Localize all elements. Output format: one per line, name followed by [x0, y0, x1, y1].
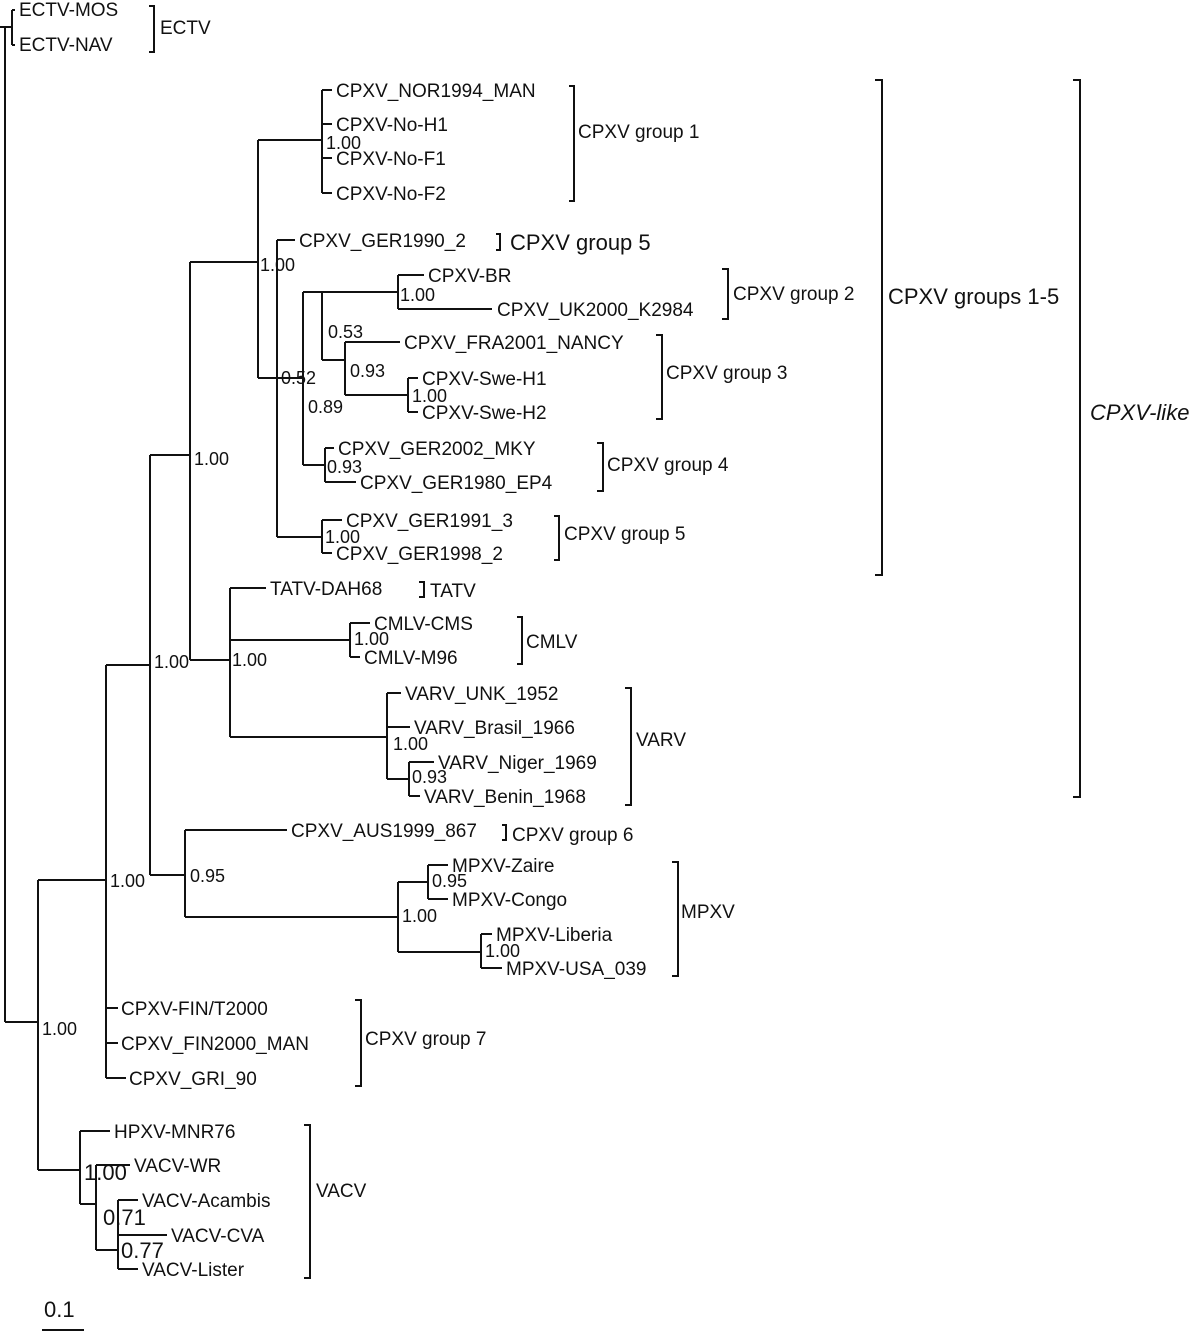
- leaf-cpxv-uk2000-k2984: CPXV_UK2000_K2984: [497, 300, 694, 321]
- leaf-ectv-nav: ECTV-NAV: [19, 35, 113, 56]
- support-value: 0.71: [103, 1205, 146, 1230]
- leaf-cpxv-aus1999-867: CPXV_AUS1999_867: [291, 821, 477, 842]
- leaf-cpxv-fin-t2000: CPXV-FIN/T2000: [121, 999, 268, 1020]
- leaf-varv-brasil-1966: VARV_Brasil_1966: [414, 718, 575, 739]
- leaf-varv-unk-1952: VARV_UNK_1952: [405, 684, 559, 705]
- support-value: 0.52: [281, 368, 316, 388]
- support-value: 1.00: [84, 1160, 127, 1185]
- support-value: 1.00: [110, 871, 145, 891]
- group-label-cpxv-group-3: CPXV group 3: [666, 363, 787, 384]
- leaf-varv-niger-1969: VARV_Niger_1969: [438, 753, 597, 774]
- tree-branches: [0, 9, 502, 1270]
- support-value: 1.00: [402, 906, 437, 926]
- group-label-vacv: VACV: [316, 1181, 367, 1202]
- group-labels: ECTV CPXV group 1 CPXV group 5 CPXV grou…: [160, 18, 1189, 1202]
- group-label-cpxv-group-2: CPXV group 2: [733, 284, 854, 305]
- leaf-vacv-acambis: VACV-Acambis: [142, 1191, 270, 1212]
- group-label-cpxv-group-5: CPXV group 5: [564, 524, 685, 545]
- support-value: 0.53: [328, 322, 363, 342]
- leaf-hpxv-mnr76: HPXV-MNR76: [114, 1122, 235, 1143]
- leaf-cpxv-ger1990-2: CPXV_GER1990_2: [299, 231, 466, 252]
- support-value: 0.93: [412, 767, 447, 787]
- group-label-varv: VARV: [636, 730, 686, 751]
- group-label-tatv: TATV: [430, 581, 476, 602]
- support-value: 1.00: [260, 255, 295, 275]
- support-value: 1.00: [154, 652, 189, 672]
- leaf-vacv-lister: VACV-Lister: [142, 1260, 245, 1281]
- support-value: 1.00: [354, 629, 389, 649]
- group-label-cpxv-group-5-single: CPXV group 5: [510, 230, 651, 255]
- leaf-cpxv-fra2001-nancy: CPXV_FRA2001_NANCY: [404, 333, 624, 354]
- leaf-cpxv-no-f1: CPXV-No-F1: [336, 149, 446, 170]
- group-brackets: [149, 5, 1081, 1279]
- leaf-cpxv-ger1998-2: CPXV_GER1998_2: [336, 544, 503, 565]
- leaf-varv-benin-1968: VARV_Benin_1968: [424, 787, 586, 808]
- leaf-cpxv-fin2000-man: CPXV_FIN2000_MAN: [121, 1034, 309, 1055]
- support-value: 0.77: [121, 1238, 164, 1263]
- support-value: 0.93: [350, 361, 385, 381]
- leaf-cmlv-cms: CMLV-CMS: [374, 614, 473, 635]
- scale-bar-label: 0.1: [44, 1297, 75, 1322]
- leaf-cpxv-ger1980-ep4: CPXV_GER1980_EP4: [360, 473, 553, 494]
- support-values: 1.00 1.00 1.00 0.53 0.93 1.00 0.52 0.89 …: [42, 133, 520, 1263]
- leaf-cpxv-no-f2: CPXV-No-F2: [336, 184, 446, 205]
- group-label-mpxv: MPXV: [681, 902, 735, 923]
- support-value: 1.00: [325, 527, 360, 547]
- leaf-ectv-mos: ECTV-MOS: [19, 0, 118, 21]
- support-value: 1.00: [232, 650, 267, 670]
- leaf-cpxv-no-h1: CPXV-No-H1: [336, 115, 448, 136]
- group-label-cpxv-group-4: CPXV group 4: [607, 455, 729, 476]
- leaf-cpxv-br: CPXV-BR: [428, 266, 511, 287]
- scale-bar: 0.1: [42, 1297, 84, 1331]
- leaf-cpxv-swe-h2: CPXV-Swe-H2: [422, 403, 547, 424]
- group-label-cpxv-group-1: CPXV group 1: [578, 122, 699, 143]
- leaf-labels: ECTV-MOS ECTV-NAV CPXV_NOR1994_MAN CPXV-…: [19, 0, 694, 1281]
- leaf-cmlv-m96: CMLV-M96: [364, 648, 458, 669]
- leaf-cpxv-ger2002-mky: CPXV_GER2002_MKY: [338, 439, 536, 460]
- leaf-mpxv-liberia: MPXV-Liberia: [496, 925, 613, 946]
- leaf-vacv-cva: VACV-CVA: [171, 1226, 265, 1247]
- support-value: 1.00: [412, 386, 447, 406]
- support-value: 1.00: [393, 734, 428, 754]
- leaf-cpxv-gri-90: CPXV_GRI_90: [129, 1069, 257, 1090]
- leaf-vacv-wr: VACV-WR: [134, 1156, 221, 1177]
- support-value: 1.00: [485, 941, 520, 961]
- group-label-cpxv-groups-1-5: CPXV groups 1-5: [888, 284, 1059, 309]
- group-label-cpxv-group-7: CPXV group 7: [365, 1029, 486, 1050]
- group-label-ectv: ECTV: [160, 18, 211, 39]
- support-value: 1.00: [194, 449, 229, 469]
- support-value: 1.00: [42, 1019, 77, 1039]
- leaf-mpxv-usa-039: MPXV-USA_039: [506, 959, 646, 980]
- support-value: 1.00: [400, 285, 435, 305]
- leaf-mpxv-congo: MPXV-Congo: [452, 890, 567, 911]
- leaf-cpxv-swe-h1: CPXV-Swe-H1: [422, 369, 547, 390]
- group-label-cmlv: CMLV: [526, 632, 578, 653]
- support-value: 0.89: [308, 397, 343, 417]
- leaf-mpxv-zaire: MPXV-Zaire: [452, 856, 554, 877]
- support-value: 1.00: [326, 133, 361, 153]
- support-value: 0.93: [327, 457, 362, 477]
- support-value: 0.95: [432, 871, 467, 891]
- group-label-cpxv-like: CPXV-like: [1090, 400, 1189, 425]
- group-label-cpxv-group-6: CPXV group 6: [512, 825, 633, 846]
- leaf-cpxv-nor1994-man: CPXV_NOR1994_MAN: [336, 81, 536, 102]
- leaf-tatv-dah68: TATV-DAH68: [270, 579, 382, 600]
- leaf-cpxv-ger1991-3: CPXV_GER1991_3: [346, 511, 513, 532]
- support-value: 0.95: [190, 866, 225, 886]
